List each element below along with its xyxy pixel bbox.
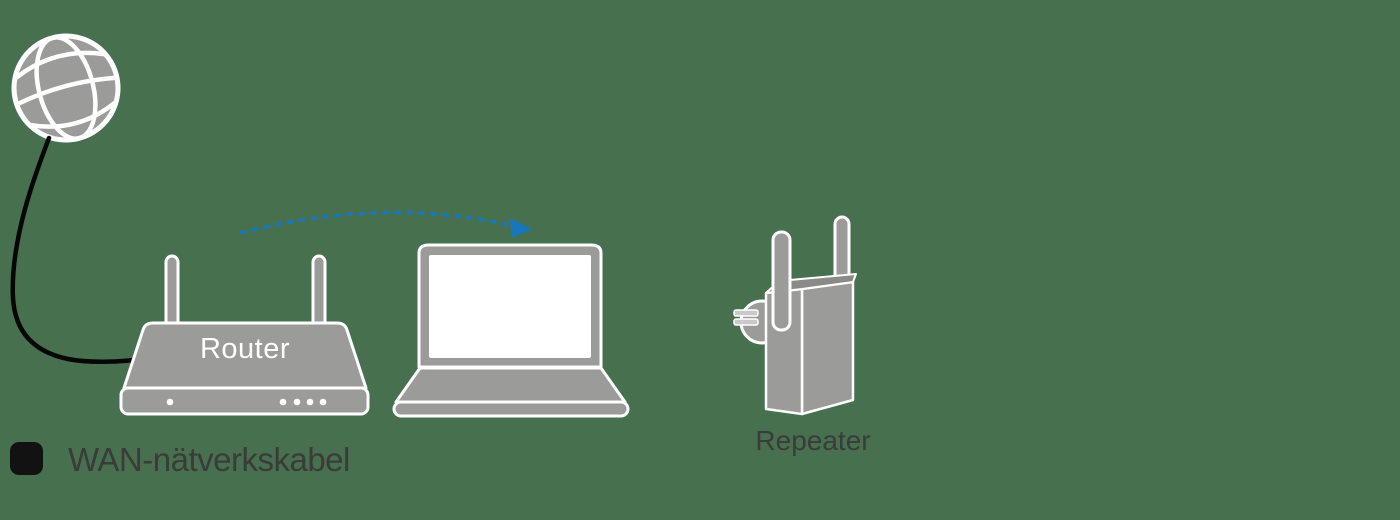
globe-parallel-top [14, 50, 106, 80]
repeater-label: Repeater [755, 425, 870, 456]
repeater-body-side [800, 280, 855, 416]
laptop-bottom-bar [392, 400, 630, 418]
wireless-dashed-arc [239, 211, 515, 235]
router-antenna-left [164, 254, 180, 330]
router-led [293, 398, 301, 406]
wireless-arrowhead-icon [510, 218, 532, 238]
router-led [306, 398, 314, 406]
laptop-screen [429, 255, 591, 358]
router-body [122, 321, 368, 390]
repeater-node: Repeater [733, 215, 871, 456]
legend-cable-swatch [10, 442, 43, 475]
repeater-plug-prong [733, 318, 759, 326]
router-led [319, 398, 327, 406]
router-label: Router [200, 333, 290, 365]
globe-parallel-middle [15, 75, 119, 107]
laptop-keyboard-deck [394, 366, 627, 404]
wan-cable-line [10, 135, 137, 364]
laptop-icon [392, 243, 630, 418]
legend-wan-label: WAN-nätverkskabel [68, 441, 350, 478]
legend: WAN-nätverkskabel [10, 441, 350, 478]
repeater-antenna-left [771, 230, 792, 332]
router-base [119, 386, 370, 416]
router-antenna-right [311, 254, 327, 330]
repeater-plug-prong [733, 309, 759, 317]
router-led [166, 398, 174, 406]
router-node: Router [119, 254, 370, 416]
internet-globe-icon [11, 33, 121, 143]
wireless-link-arrow [239, 211, 532, 238]
router-led [279, 398, 287, 406]
globe-parallel-bottom [29, 100, 117, 129]
